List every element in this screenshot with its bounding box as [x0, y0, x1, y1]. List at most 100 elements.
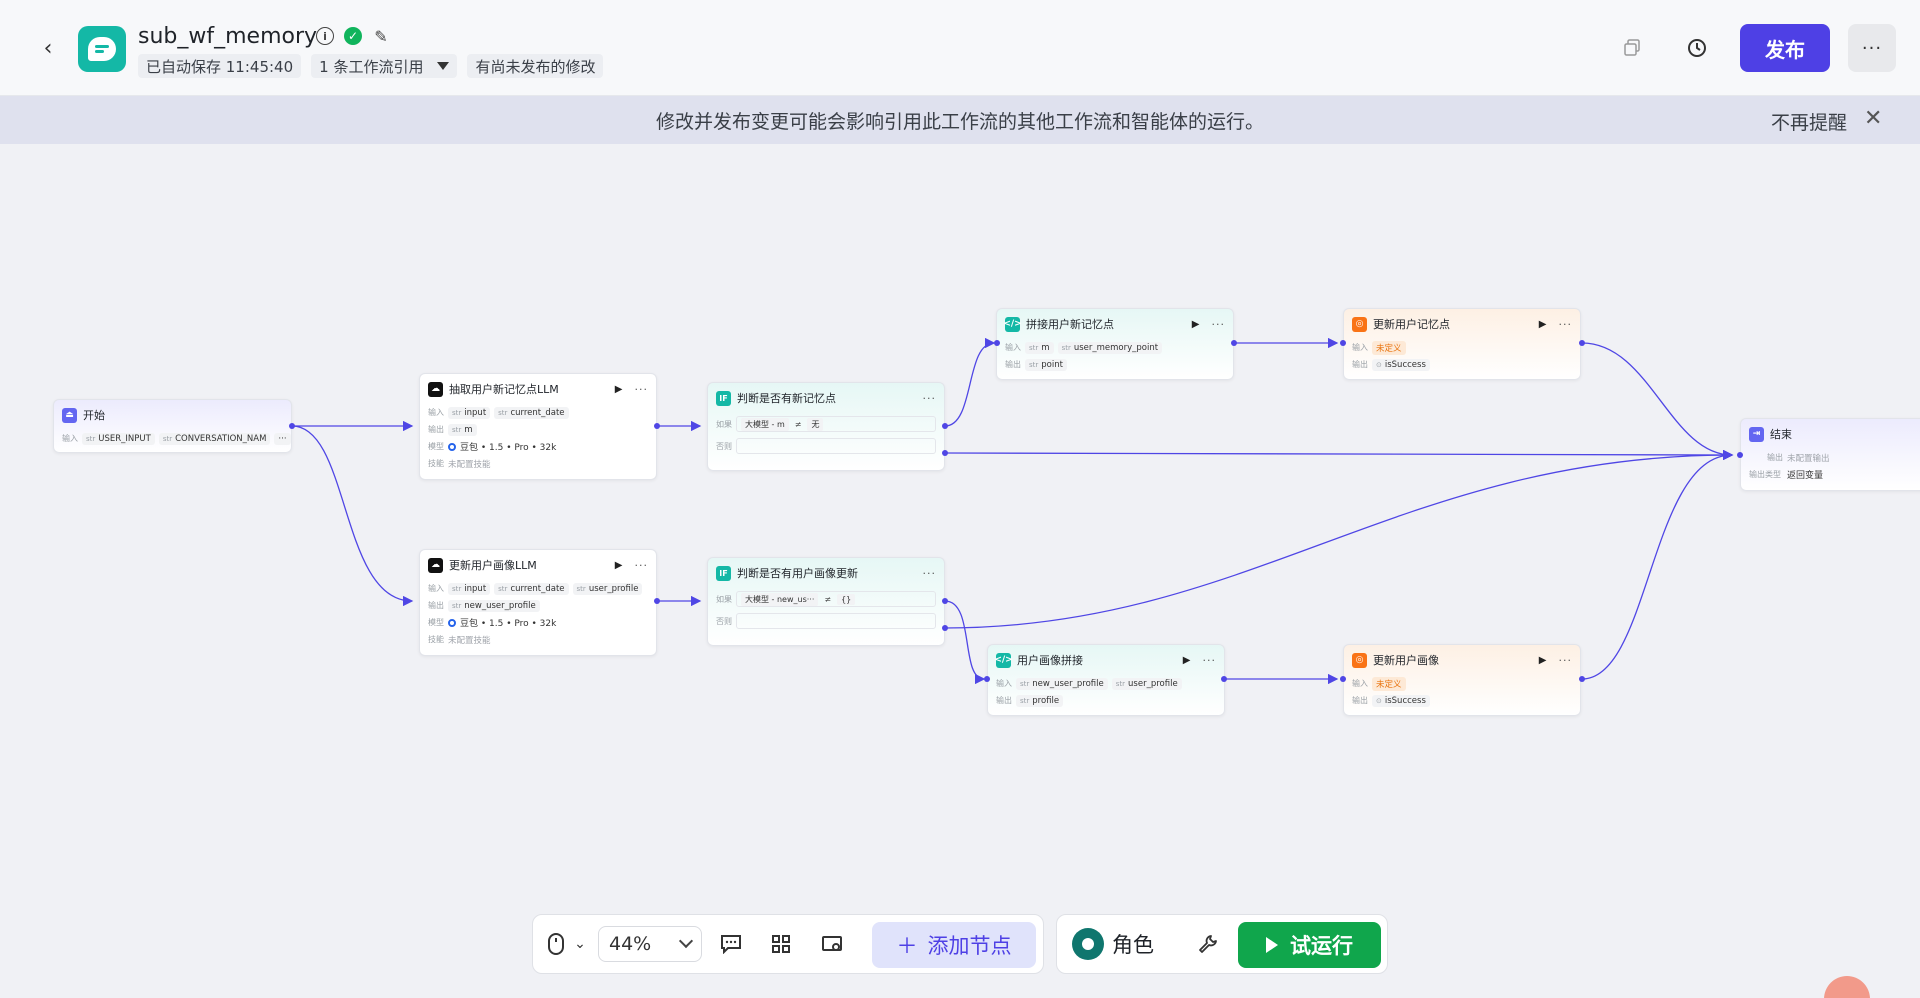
- output-port[interactable]: [942, 598, 948, 604]
- node-title: 判断是否有新记忆点: [737, 392, 836, 405]
- input-label: 输入: [62, 434, 78, 443]
- history-icon[interactable]: [1683, 34, 1711, 62]
- condition-expression[interactable]: 大模型 - new_us··· ≠ {}: [736, 591, 936, 607]
- condition-var: m: [776, 419, 785, 429]
- play-icon[interactable]: ▶: [614, 559, 623, 571]
- input-port[interactable]: [1340, 340, 1346, 346]
- output-port[interactable]: [942, 450, 948, 456]
- input-var-name: user_profile: [1128, 678, 1178, 689]
- input-var-name: current_date: [510, 583, 565, 594]
- copy-icon[interactable]: [1618, 34, 1646, 62]
- output-port[interactable]: [942, 423, 948, 429]
- input-port[interactable]: [1737, 452, 1743, 458]
- more-icon[interactable]: ···: [634, 382, 648, 396]
- workflow-refs-dropdown[interactable]: 1 条工作流引用: [311, 54, 458, 78]
- output-port[interactable]: [942, 625, 948, 631]
- output-var-name: isSuccess: [1384, 359, 1426, 370]
- add-node-button[interactable]: ＋ 添加节点: [872, 922, 1036, 968]
- output-var: ⊙isSuccess: [1372, 358, 1430, 371]
- play-icon[interactable]: ▶: [1538, 318, 1547, 330]
- more-icon[interactable]: ···: [1558, 317, 1572, 331]
- role-button[interactable]: 角色: [1072, 926, 1154, 962]
- play-icon[interactable]: ▶: [1191, 318, 1200, 330]
- node-end[interactable]: ⇥ 结束 输出 未配置输出 输出类型 返回变量: [1740, 418, 1920, 491]
- comment-icon[interactable]: [717, 930, 745, 958]
- chevron-left-icon[interactable]: ‹: [43, 35, 53, 61]
- input-var-name: input: [464, 407, 487, 418]
- node-title: 拼接用户新记忆点: [1026, 318, 1114, 331]
- llm-icon: ☁: [428, 557, 443, 573]
- skill-label: 技能: [428, 635, 444, 644]
- zoom-select[interactable]: 44%: [598, 926, 702, 962]
- database-icon: ◎: [1352, 652, 1367, 668]
- output-port[interactable]: [654, 598, 660, 604]
- output-port[interactable]: [1579, 676, 1585, 682]
- banner-text: 修改并发布变更可能会影响引用此工作流的其他工作流和智能体的运行。: [655, 110, 1264, 133]
- dont-remind-button[interactable]: 不再提醒: [1771, 112, 1848, 134]
- input-port[interactable]: [984, 676, 990, 682]
- code-icon: </>: [1003, 316, 1022, 332]
- node-title: 用户画像拼接: [1017, 654, 1083, 667]
- input-port[interactable]: [994, 340, 1000, 346]
- node-if-profile-update[interactable]: IF 判断是否有用户画像更新 ··· 如果 大模型 - new_us··· ≠ …: [707, 557, 945, 646]
- input-var-name: user_memory_point: [1073, 342, 1159, 353]
- close-icon[interactable]: ✕: [1864, 106, 1883, 131]
- input-var-name: new_user_profile: [1032, 678, 1104, 689]
- more-options-button[interactable]: ···: [1848, 24, 1896, 72]
- input-label: 输入: [1005, 343, 1021, 352]
- node-db-update-profile[interactable]: ◎ 更新用户画像 ▶ ··· 输入 未定义 输出 ⊙isSuccess: [1343, 644, 1581, 716]
- minimap-icon[interactable]: [818, 930, 846, 958]
- more-vars[interactable]: ···: [274, 432, 291, 445]
- more-icon[interactable]: ···: [634, 558, 648, 572]
- edit-icon[interactable]: ✎: [374, 26, 388, 46]
- plus-icon: ＋: [896, 934, 918, 958]
- play-icon[interactable]: ▶: [1538, 654, 1547, 666]
- output-port[interactable]: [1579, 340, 1585, 346]
- trial-run-button[interactable]: 试运行: [1238, 922, 1381, 968]
- output-label: 输出: [428, 425, 444, 434]
- caret-down-icon: [437, 62, 450, 70]
- more-icon[interactable]: ···: [922, 391, 936, 405]
- check-icon: ✓: [344, 27, 362, 45]
- input-port[interactable]: [1340, 676, 1346, 682]
- chevron-down-icon[interactable]: ⌄: [574, 936, 586, 952]
- info-icon[interactable]: i: [316, 27, 334, 45]
- condition-source: 大模型: [745, 594, 769, 604]
- play-icon[interactable]: ▶: [614, 383, 623, 395]
- layout-icon[interactable]: [767, 930, 795, 958]
- input-var-name: input: [464, 583, 487, 594]
- output-port[interactable]: [654, 423, 660, 429]
- condition-expression[interactable]: 大模型 - m ≠ 无: [736, 416, 936, 432]
- more-icon[interactable]: ···: [1211, 317, 1225, 331]
- input-var-name: current_date: [510, 407, 565, 418]
- mouse-mode-icon[interactable]: [542, 930, 570, 958]
- role-label: 角色: [1112, 933, 1154, 957]
- if-label: 如果: [716, 419, 732, 429]
- publish-button[interactable]: 发布: [1740, 24, 1830, 72]
- warning-banner: 修改并发布变更可能会影响引用此工作流的其他工作流和智能体的运行。 不再提醒 ✕: [0, 96, 1920, 144]
- output-port[interactable]: [1231, 340, 1237, 346]
- more-icon[interactable]: ···: [1558, 653, 1572, 667]
- trial-run-label: 试运行: [1290, 934, 1353, 958]
- play-icon[interactable]: ▶: [1182, 654, 1191, 666]
- output-port[interactable]: [1221, 676, 1227, 682]
- output-port[interactable]: [289, 423, 295, 429]
- node-if-new-memory[interactable]: IF 判断是否有新记忆点 ··· 如果 大模型 - m ≠ 无 否则: [707, 382, 945, 471]
- more-icon[interactable]: ···: [922, 566, 936, 580]
- zoom-value: 44%: [609, 933, 652, 955]
- condition-source: 大模型: [745, 419, 769, 429]
- more-icon[interactable]: ···: [1202, 653, 1216, 667]
- assistant-avatar[interactable]: [1824, 976, 1870, 998]
- output-var: ⊙isSuccess: [1372, 694, 1430, 707]
- node-db-update-memory[interactable]: ◎ 更新用户记忆点 ▶ ··· 输入 未定义 输出 ⊙isSuccess: [1343, 308, 1581, 380]
- condition-var: new_us···: [776, 594, 815, 604]
- wrench-icon[interactable]: [1194, 930, 1222, 958]
